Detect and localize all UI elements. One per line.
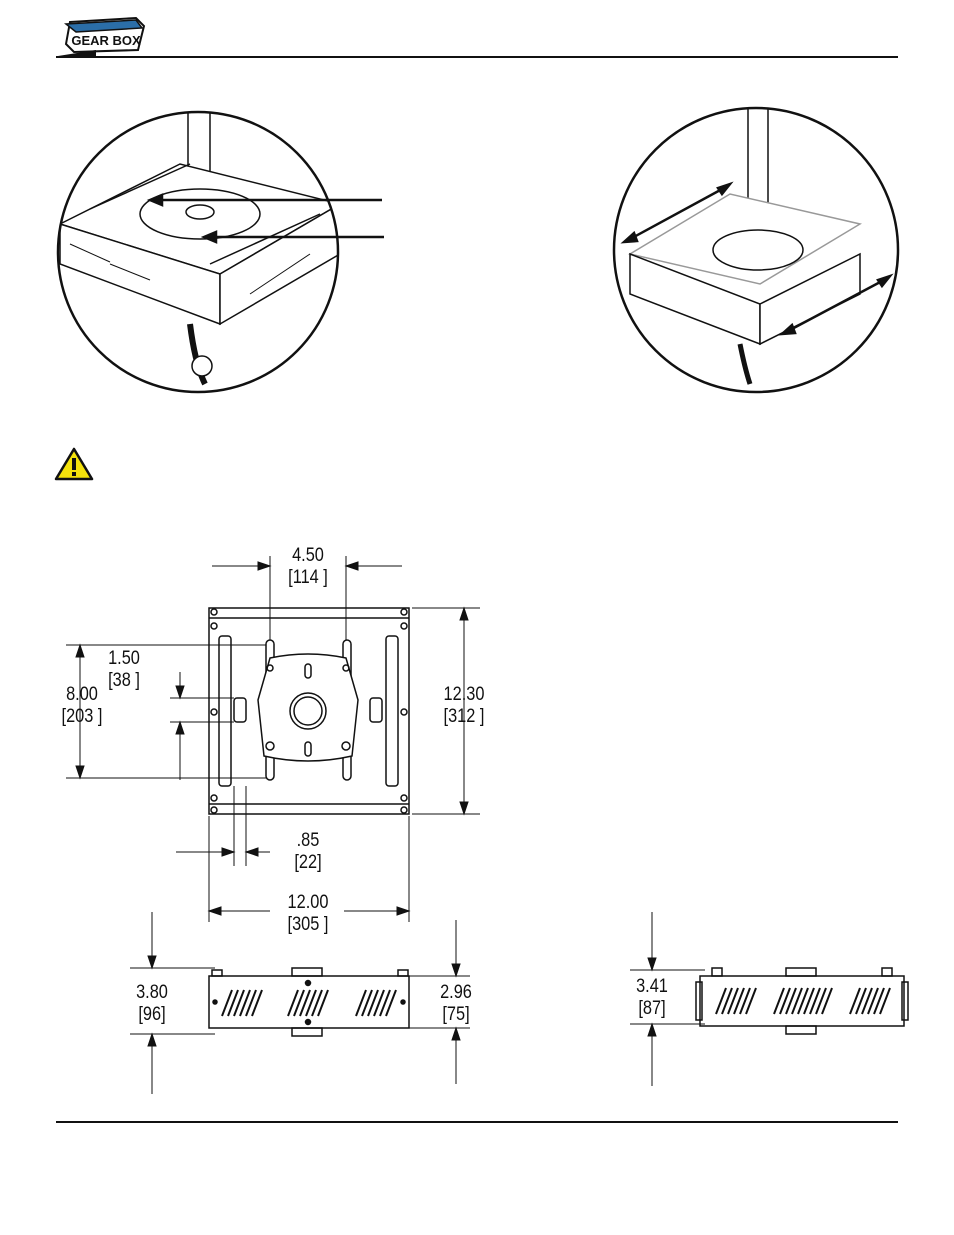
dim-front-height-overall-in: 3.80 [124, 982, 179, 1004]
dim-total-depth: 12.30 [312 ] [433, 684, 495, 728]
dim-side-height: 3.41 [87] [624, 976, 679, 1020]
dim-slot-width: .85 [22] [284, 830, 332, 874]
dim-slot-span-in: 8.00 [54, 684, 109, 706]
dim-front-height-body: 2.96 [75] [428, 982, 483, 1026]
top-view-drawing [0, 540, 520, 940]
dim-plate-width-in: 4.50 [275, 545, 340, 567]
dim-front-height-overall: 3.80 [96] [124, 982, 179, 1026]
install-detail-left [50, 104, 410, 404]
dim-total-width-in: 12.00 [275, 892, 340, 914]
gearbox-logo: GEAR BOX [56, 14, 146, 58]
dim-total-width: 12.00 [305 ] [275, 892, 340, 936]
dim-side-height-in: 3.41 [624, 976, 679, 998]
dim-total-depth-mm: [312 ] [433, 706, 495, 728]
dim-total-width-mm: [305 ] [275, 914, 340, 936]
dim-front-height-overall-mm: [96] [124, 1004, 179, 1026]
dim-plate-width: 4.50 [114 ] [275, 545, 340, 589]
footer-rule [56, 1121, 898, 1123]
warning-triangle-icon [54, 446, 94, 482]
dim-slot-width-mm: [22] [284, 852, 332, 874]
dim-slot-span-mm: [203 ] [54, 706, 109, 728]
dim-front-height-body-mm: [75] [428, 1004, 483, 1026]
dim-plate-width-mm: [114 ] [275, 567, 340, 589]
dim-front-height-body-in: 2.96 [428, 982, 483, 1004]
dim-total-depth-in: 12.30 [433, 684, 495, 706]
logo-text: GEAR BOX [71, 33, 141, 48]
install-detail-right [610, 104, 902, 400]
dim-slot-width-in: .85 [284, 830, 332, 852]
header-rule [56, 56, 898, 58]
dim-slot-offset-in: 1.50 [96, 648, 151, 670]
dim-slot-span: 8.00 [203 ] [54, 684, 109, 728]
dim-side-height-mm: [87] [624, 998, 679, 1020]
